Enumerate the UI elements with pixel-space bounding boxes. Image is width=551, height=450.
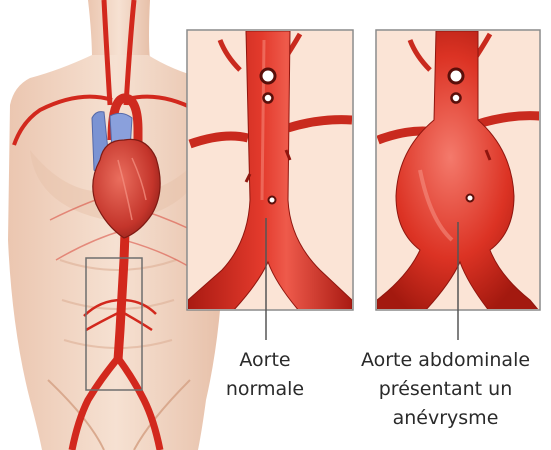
caption-normal-line1: Aorte xyxy=(205,346,325,375)
caption-aneurysm-line1: Aorte abdominale xyxy=(340,346,551,375)
caption-normal-aorta: Aorte normale xyxy=(205,346,325,404)
caption-aneurysm-line2: présentant un xyxy=(340,375,551,404)
neck xyxy=(88,0,150,60)
caption-normal-line2: normale xyxy=(205,375,325,404)
caption-aneurysm-line3: anévrysme xyxy=(340,404,551,433)
panel-normal-aorta xyxy=(187,30,353,312)
caption-aneurysm-aorta: Aorte abdominale présentant un anévrysme xyxy=(340,346,551,433)
